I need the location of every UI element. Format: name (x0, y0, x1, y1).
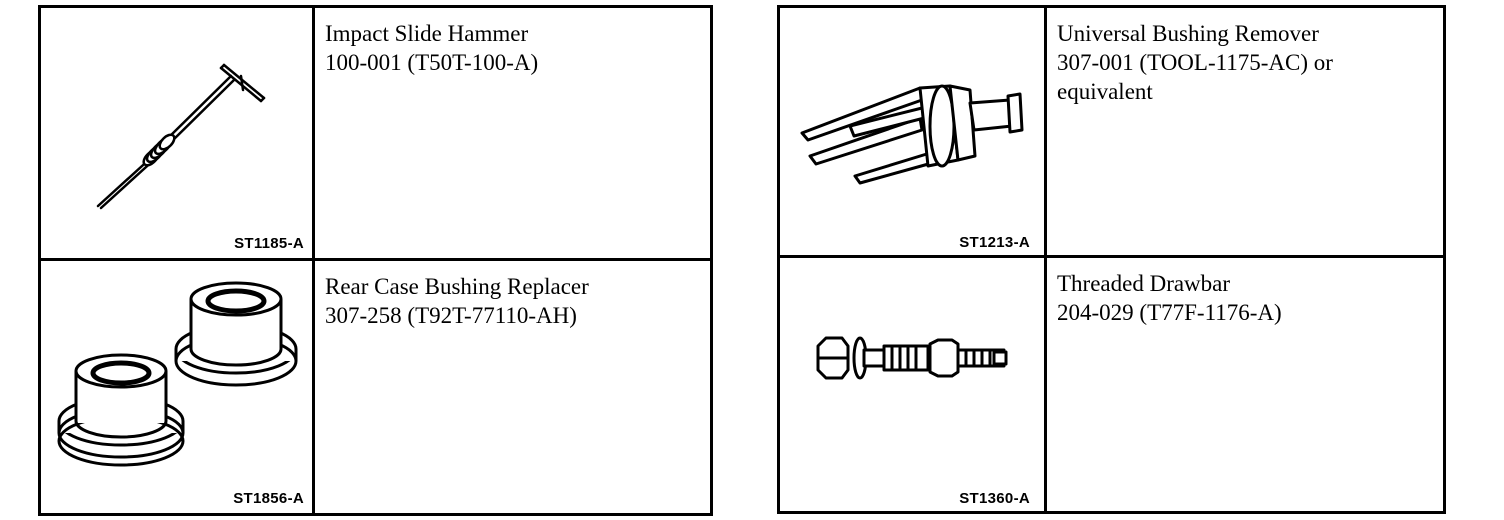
tool-image-cell: ST1213-A (780, 8, 1047, 258)
tool-number: 100-001 (T50T-100-A) (325, 50, 539, 75)
tool-number: 307-001 (TOOL-1175-AC) or equivalent (1057, 50, 1333, 104)
figure-id: ST1856-A (233, 490, 304, 507)
threaded-drawbar-icon (816, 336, 1008, 380)
tool-name: Rear Case Bushing Replacer (325, 274, 589, 299)
tool-description-cell: Universal Bushing Remover 307-001 (TOOL-… (1047, 8, 1443, 258)
figure-id: ST1360-A (959, 490, 1030, 507)
tool-name: Impact Slide Hammer (325, 21, 529, 46)
special-tools-table-right: ST1213-A Universal Bushing Remover 307-0… (777, 5, 1446, 514)
tool-name: Threaded Drawbar (1057, 271, 1231, 296)
tool-description-cell: Threaded Drawbar 204-029 (T77F-1176-A) (1047, 258, 1443, 511)
tool-image-cell: ST1856-A (41, 261, 315, 513)
slide-hammer-icon (96, 63, 266, 210)
bushing-remover-icon (800, 84, 1024, 185)
tool-image-cell: ST1360-A (780, 258, 1047, 511)
figure-id: ST1185-A (234, 235, 304, 252)
tool-number: 307-258 (T92T-77110-AH) (325, 303, 577, 328)
tool-name: Universal Bushing Remover (1057, 21, 1319, 46)
tool-number: 204-029 (T77F-1176-A) (1057, 300, 1282, 325)
tool-description-cell: Rear Case Bushing Replacer 307-258 (T92T… (315, 261, 710, 513)
tool-description-cell: Impact Slide Hammer 100-001 (T50T-100-A) (315, 8, 710, 261)
special-tools-table-left: ST1185-A Impact Slide Hammer 100-001 (T5… (38, 5, 713, 516)
bushing-replacer-icon (57, 281, 298, 467)
figure-id: ST1213-A (959, 234, 1030, 251)
tool-image-cell: ST1185-A (41, 8, 315, 261)
